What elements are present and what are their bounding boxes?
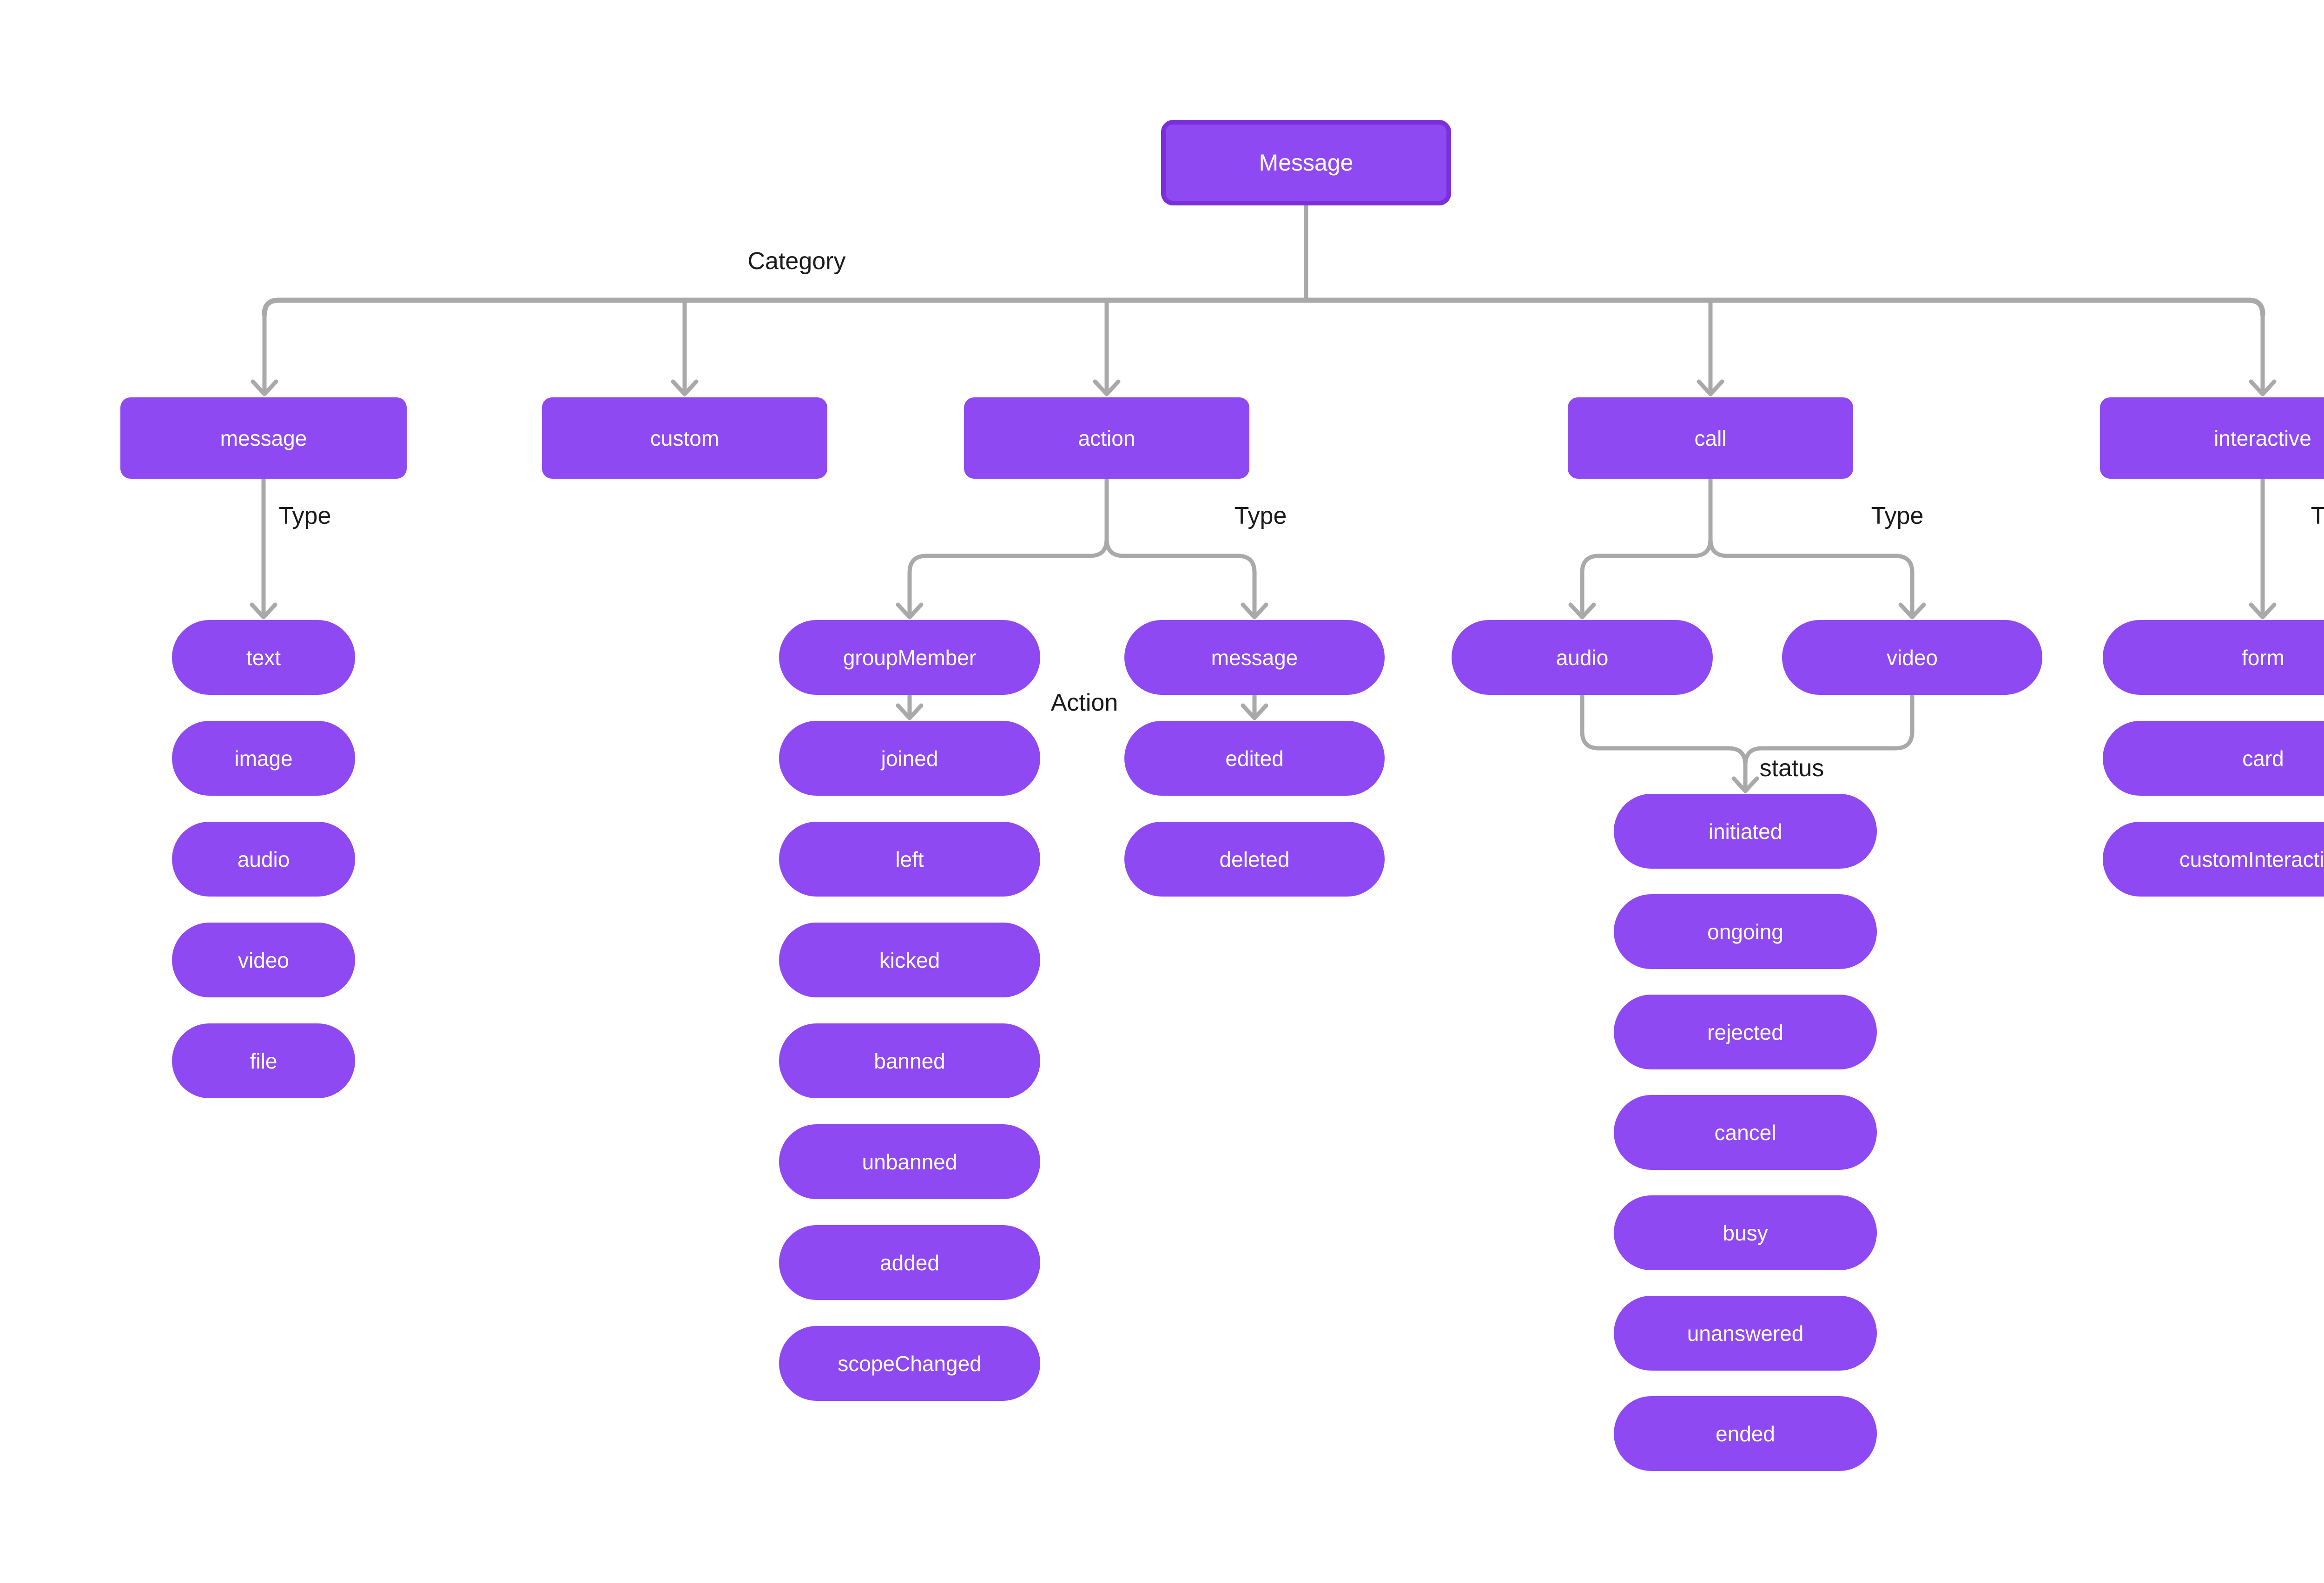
- label-type-call[interactable]: Type: [1871, 502, 1924, 529]
- node-call-type-video[interactable]: video: [1782, 620, 2042, 695]
- node-groupmember-action-kicked[interactable]: kicked: [779, 923, 1040, 997]
- arrowhead-icon: [671, 379, 699, 396]
- label-type-interactive[interactable]: Type: [2311, 502, 2324, 529]
- node-call-status-cancel[interactable]: cancel: [1614, 1095, 1877, 1170]
- arrowhead-icon: [1697, 379, 1724, 396]
- node-interactive-type-form-label: form: [2242, 645, 2284, 670]
- arrowhead-icon: [1568, 602, 1596, 620]
- node-message-root-label: Message: [1259, 150, 1353, 176]
- node-call-status-initiated-label: initiated: [1708, 819, 1783, 844]
- connector-trunk: [262, 297, 2265, 317]
- node-interactive-type-card[interactable]: card: [2103, 721, 2324, 796]
- node-message-root[interactable]: Message: [1161, 120, 1451, 205]
- connector-status-merge-left: [1580, 693, 1748, 791]
- label-type-message[interactable]: Type: [278, 502, 331, 529]
- node-interactive-type-custominteractive[interactable]: customInteractive: [2103, 822, 2324, 897]
- node-groupmember-action-left[interactable]: left: [779, 822, 1040, 897]
- node-message-type-video[interactable]: video: [172, 923, 355, 997]
- node-groupmember-action-banned-label: banned: [874, 1049, 945, 1073]
- node-message-type-text[interactable]: text: [172, 620, 355, 695]
- node-message-action-deleted[interactable]: deleted: [1124, 822, 1385, 897]
- node-call-type-audio[interactable]: audio: [1452, 620, 1713, 695]
- arrowhead-icon: [250, 602, 277, 620]
- node-groupmember-action-banned[interactable]: banned: [779, 1023, 1040, 1098]
- node-message-action-edited[interactable]: edited: [1124, 721, 1385, 796]
- arrowhead-icon: [251, 379, 278, 396]
- node-interactive-type-form[interactable]: form: [2103, 620, 2324, 695]
- node-groupmember-action-left-label: left: [895, 847, 924, 871]
- node-call-status-rejected[interactable]: rejected: [1614, 995, 1877, 1069]
- node-call-status-ongoing-label: ongoing: [1707, 919, 1783, 944]
- arrowhead-icon: [1241, 602, 1268, 620]
- arrowhead-icon: [1898, 602, 1926, 620]
- connector-action-split-left: [907, 477, 1109, 617]
- node-groupmember-action-added[interactable]: added: [779, 1225, 1040, 1300]
- node-category-custom-label: custom: [650, 426, 720, 450]
- node-message-type-file[interactable]: file: [172, 1023, 355, 1098]
- node-groupmember-action-joined[interactable]: joined: [779, 721, 1040, 796]
- arrowhead-icon: [2249, 379, 2277, 396]
- node-message-type-audio[interactable]: audio: [172, 822, 355, 897]
- node-message-type-image-label: image: [234, 746, 293, 771]
- arrowhead-icon: [1731, 776, 1759, 793]
- label-action[interactable]: Action: [1050, 689, 1118, 716]
- node-call-status-initiated[interactable]: initiated: [1614, 794, 1877, 869]
- node-groupmember-action-added-label: added: [880, 1250, 939, 1275]
- node-call-type-video-label: video: [1887, 645, 1938, 670]
- arrowhead-icon: [2249, 602, 2277, 620]
- node-call-status-ended-label: ended: [1716, 1421, 1775, 1446]
- node-message-action-edited-label: edited: [1225, 746, 1284, 771]
- node-message-action-deleted-label: deleted: [1219, 847, 1290, 871]
- connector-action-split-right: [1104, 537, 1257, 617]
- arrowhead-icon: [1241, 703, 1268, 720]
- node-call-status-busy-label: busy: [1723, 1220, 1768, 1245]
- arrowhead-icon: [896, 602, 924, 620]
- node-call-status-ended[interactable]: ended: [1614, 1396, 1877, 1471]
- node-message-type-image[interactable]: image: [172, 721, 355, 796]
- connector-call-split-left: [1580, 477, 1713, 617]
- node-action-type-groupmember-label: groupMember: [843, 645, 977, 670]
- node-call-status-ongoing[interactable]: ongoing: [1614, 894, 1877, 969]
- node-category-call-label: call: [1694, 426, 1727, 450]
- node-groupmember-action-scopechanged[interactable]: scopeChanged: [779, 1326, 1040, 1401]
- node-action-type-message[interactable]: message: [1124, 620, 1385, 695]
- node-interactive-type-custominteractive-label: customInteractive: [2179, 847, 2324, 871]
- node-call-status-unanswered-label: unanswered: [1687, 1321, 1804, 1346]
- node-message-type-text-label: text: [246, 645, 281, 670]
- node-groupmember-action-scopechanged-label: scopeChanged: [838, 1351, 982, 1376]
- node-interactive-type-card-label: card: [2242, 746, 2284, 771]
- connector-call-split-right: [1708, 537, 1915, 617]
- node-message-type-video-label: video: [238, 948, 289, 972]
- arrowhead-icon: [1093, 379, 1121, 396]
- label-status[interactable]: status: [1759, 755, 1824, 782]
- node-category-message[interactable]: message: [120, 397, 407, 479]
- node-category-call[interactable]: call: [1568, 397, 1853, 479]
- node-message-type-file-label: file: [250, 1049, 277, 1073]
- node-category-interactive[interactable]: interactive: [2100, 397, 2324, 479]
- arrowhead-icon: [896, 703, 924, 720]
- label-category[interactable]: Category: [747, 248, 846, 275]
- node-category-custom[interactable]: custom: [542, 397, 827, 479]
- node-call-status-unanswered[interactable]: unanswered: [1614, 1296, 1877, 1371]
- node-groupmember-action-joined-label: joined: [881, 746, 938, 771]
- node-action-type-message-label: message: [1211, 645, 1298, 670]
- node-category-message-label: message: [220, 426, 307, 450]
- node-call-status-rejected-label: rejected: [1707, 1020, 1783, 1044]
- node-call-type-audio-label: audio: [1556, 645, 1609, 670]
- node-message-type-audio-label: audio: [237, 847, 290, 871]
- node-category-action[interactable]: action: [964, 397, 1249, 479]
- node-action-type-groupmember[interactable]: groupMember: [779, 620, 1040, 695]
- node-call-status-cancel-label: cancel: [1714, 1120, 1776, 1145]
- node-groupmember-action-kicked-label: kicked: [879, 948, 940, 972]
- node-groupmember-action-unbanned-label: unbanned: [862, 1149, 957, 1174]
- node-category-action-label: action: [1078, 426, 1136, 450]
- node-category-interactive-label: interactive: [2214, 426, 2311, 450]
- node-groupmember-action-unbanned[interactable]: unbanned: [779, 1124, 1040, 1199]
- label-type-action[interactable]: Type: [1234, 502, 1287, 529]
- node-call-status-busy[interactable]: busy: [1614, 1195, 1877, 1270]
